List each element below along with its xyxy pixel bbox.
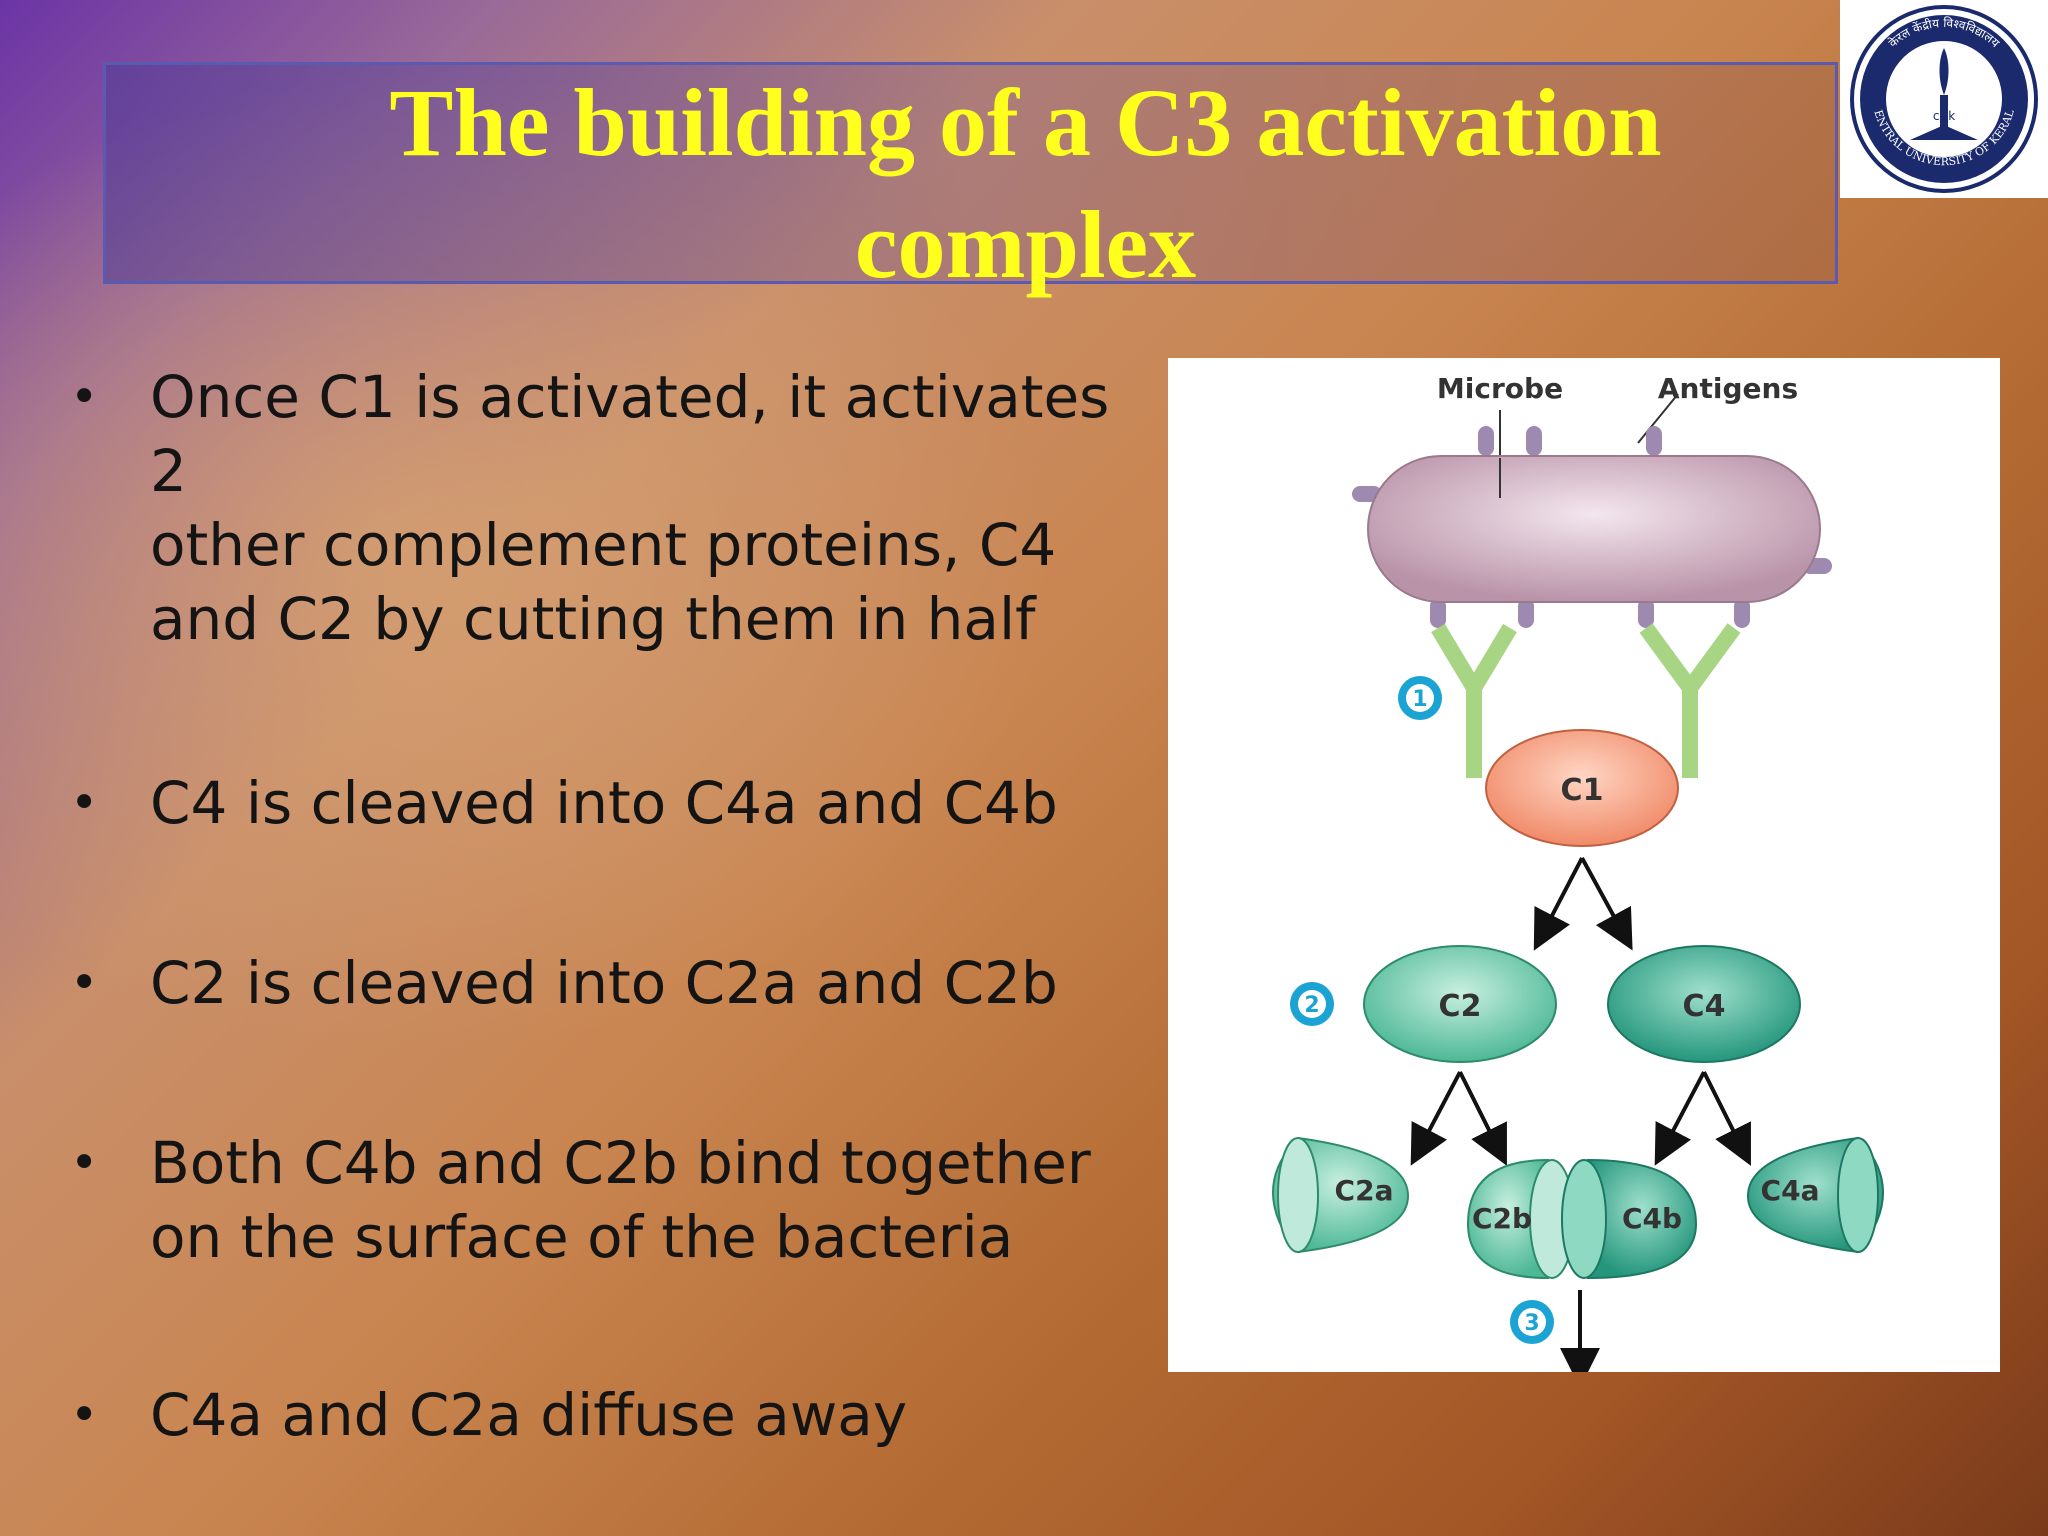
bullet-item: • Once C1 is activated, it activates 2 o… [70, 360, 1130, 656]
svg-text:C2a: C2a [1335, 1174, 1394, 1207]
bullet-item: • C2 is cleaved into C2a and C2b [70, 946, 1130, 1020]
svg-text:cUk: cUk [1933, 109, 1955, 123]
bullet-line: Both C4b and C2b bind together [150, 1129, 1091, 1197]
c1-protein [1485, 729, 1679, 847]
bullet-line: other complement proteins, C4 [150, 511, 1057, 579]
step-3-badge: 3 [1510, 1300, 1554, 1344]
bullet-line: C2 is cleaved into C2a and C2b [150, 949, 1058, 1017]
svg-text:C2b: C2b [1472, 1202, 1532, 1235]
step-2-badge: 2 [1290, 982, 1334, 1026]
complement-diagram: Microbe Antigens [1168, 358, 2000, 1372]
antigens-pointer [1637, 393, 1679, 444]
c2-label: C2 [1439, 989, 1482, 1024]
c4-protein [1607, 945, 1801, 1063]
svg-text:3: 3 [1524, 1311, 1539, 1336]
svg-text:C4b: C4b [1622, 1202, 1682, 1235]
bullet-item: • C4a and C2a diffuse away [70, 1378, 1130, 1452]
slide-title: The building of a C3 activation complex [103, 62, 1948, 306]
bullet-line: C4a and C2a diffuse away [150, 1381, 908, 1449]
antibody-left [1431, 623, 1517, 778]
microbe-label: Microbe [1437, 372, 1563, 405]
bullet-dot: • [70, 1135, 99, 1191]
svg-text:C4a: C4a [1761, 1174, 1820, 1207]
bullet-line: C4 is cleaved into C4a and C4b [150, 769, 1058, 837]
bullet-list: • Once C1 is activated, it activates 2 o… [70, 360, 1130, 1452]
bullet-dot: • [70, 955, 99, 1011]
university-logo: cUk केरल केंद्रीय विश्वविद्यालय CENTRAL … [1840, 0, 2048, 198]
bullet-item: • C4 is cleaved into C4a and C4b [70, 766, 1130, 840]
c1-arrows [1533, 857, 1633, 951]
c2b-fragment: C2b [1466, 1158, 1575, 1280]
svg-text:2: 2 [1304, 993, 1319, 1018]
c2-protein [1363, 945, 1557, 1063]
bullet-line: and C2 by cutting them in half [150, 585, 1036, 653]
svg-text:1: 1 [1412, 687, 1427, 712]
bullet-dot: • [70, 775, 99, 831]
bullet-dot: • [70, 369, 99, 425]
c1-label: C1 [1561, 773, 1604, 808]
antibody-right [1639, 623, 1741, 778]
title-box [103, 62, 1838, 284]
bullet-dot: • [70, 1387, 99, 1443]
step-1-badge: 1 [1398, 676, 1442, 720]
microbe-cell [1367, 455, 1821, 603]
bullet-item: • Both C4b and C2b bind together on the … [70, 1126, 1130, 1274]
title-line-1: The building of a C3 activation [389, 69, 1662, 176]
antigens-label: Antigens [1658, 372, 1798, 405]
c4-label: C4 [1683, 989, 1726, 1024]
c4a-fragment: C4a [1746, 1136, 1884, 1254]
title-line-2: complex [854, 191, 1197, 298]
c2a-fragment: C2a [1272, 1136, 1410, 1254]
bullet-line: on the surface of the bacteria [150, 1203, 1014, 1271]
c4b-fragment: C4b [1561, 1158, 1698, 1280]
split-arrows [1410, 1071, 1751, 1166]
bullet-line: Once C1 is activated, it activates 2 [150, 363, 1110, 505]
